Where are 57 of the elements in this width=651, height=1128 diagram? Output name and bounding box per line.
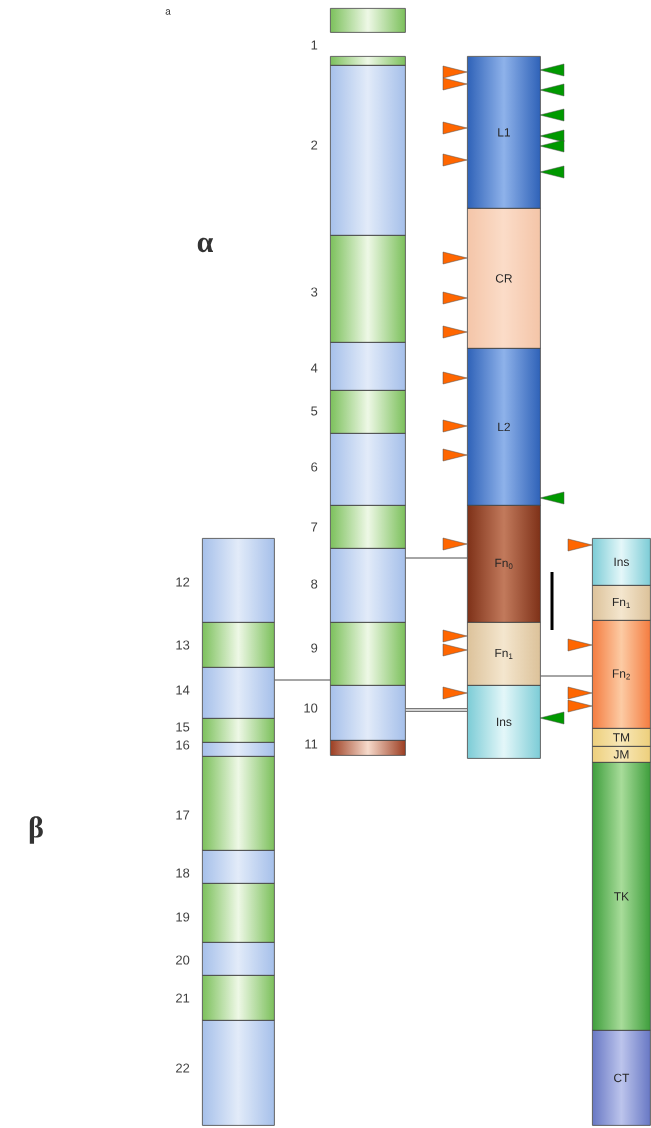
exon-number: 5 <box>311 406 318 416</box>
leader-line <box>405 708 468 712</box>
exon-number: 2 <box>311 140 318 150</box>
domain-box: JM <box>592 746 651 763</box>
exon-number: 18 <box>176 868 190 878</box>
exon-number: 8 <box>311 579 318 589</box>
exon-number: 13 <box>176 640 190 650</box>
domain-box: L2 <box>467 348 541 506</box>
domain-box: L1 <box>467 56 541 209</box>
domain-box: Fn$_{0}$ <box>467 505 541 623</box>
exon-band <box>202 883 275 943</box>
domain-box: Ins <box>467 685 541 759</box>
exon-band <box>330 390 406 434</box>
exon-number: 17 <box>176 810 190 820</box>
leader-line <box>274 679 331 681</box>
domain-box: Fn$_{1}$ <box>467 622 541 686</box>
domain-box: TM <box>592 728 651 747</box>
exon-band <box>330 505 406 549</box>
exon-band <box>202 850 275 884</box>
exon-band <box>202 742 275 757</box>
exon-band <box>202 718 275 743</box>
chain-label: β <box>29 816 43 844</box>
exon-number: 1 <box>311 40 318 50</box>
exon-band <box>330 548 406 623</box>
exon-number: 12 <box>176 577 190 587</box>
exon-number: 11 <box>305 739 318 749</box>
exon-number: 9 <box>311 643 318 653</box>
exon-band <box>330 342 406 391</box>
exon-band <box>330 8 406 33</box>
exon-number: 16 <box>176 740 190 750</box>
exon-band <box>330 622 406 686</box>
leader-line <box>540 675 593 677</box>
domain-box: CT <box>592 1030 651 1126</box>
exon-number: 20 <box>176 955 190 965</box>
exon-band <box>202 622 275 668</box>
panel-label: a <box>165 9 171 15</box>
exon-number: 21 <box>176 993 190 1003</box>
exon-number: 22 <box>176 1063 190 1073</box>
exon-band <box>202 942 275 976</box>
exon-band <box>330 433 406 506</box>
leader-line <box>405 557 468 559</box>
exon-number: 7 <box>311 522 318 532</box>
exon-band <box>202 975 275 1021</box>
domain-box: CR <box>467 208 541 349</box>
exon-number: 15 <box>176 722 190 732</box>
domain-box: Fn$_{1}$ <box>592 585 651 621</box>
exon-band <box>202 538 275 623</box>
exon-band <box>330 740 406 756</box>
exon-number: 14 <box>176 685 190 695</box>
domain-box: Ins <box>592 538 651 586</box>
exon-number: 6 <box>311 462 318 472</box>
exon-number: 4 <box>310 363 318 373</box>
exon-number: 10 <box>304 703 318 713</box>
exon-number: 3 <box>311 287 318 297</box>
exon-band <box>330 56 406 66</box>
chain-label: α <box>197 237 214 253</box>
exon-number: 19 <box>176 912 190 922</box>
